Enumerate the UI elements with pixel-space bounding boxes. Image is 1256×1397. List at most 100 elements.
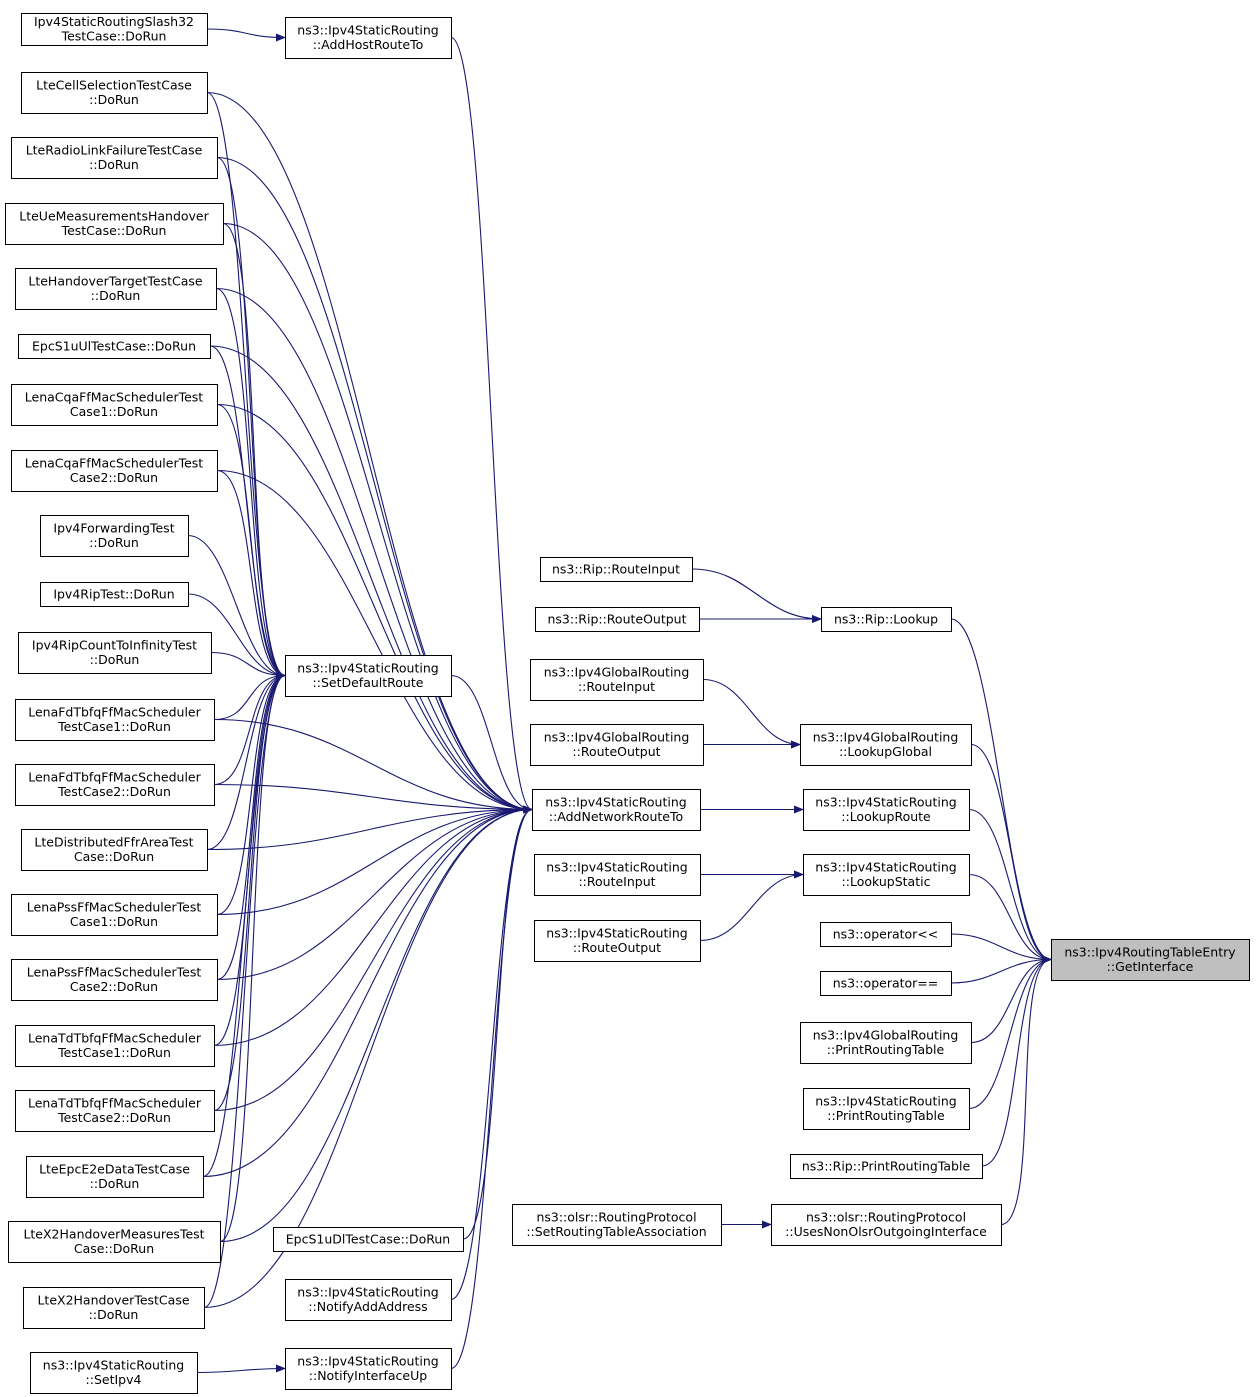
edge-lenafd2-to-addnetroute <box>213 783 533 814</box>
edge-ltehotarget-to-addnetroute <box>215 287 533 814</box>
node-globalprint[interactable]: ns3::Ipv4GlobalRouting::PrintRoutingTabl… <box>800 1022 972 1064</box>
edge-riprouteinput-to-riplookup <box>691 568 822 623</box>
node-label: LteX2HandoverTestCase <box>37 1293 189 1308</box>
node-ripprint[interactable]: ns3::Rip::PrintRoutingTable <box>790 1154 983 1179</box>
edge-ltedistffr-to-addnetroute <box>206 805 533 851</box>
node-label: ns3::Ipv4StaticRouting <box>546 860 687 875</box>
node-label: LteX2HandoverMeasuresTest <box>23 1227 204 1242</box>
node-label: ns3::Rip::RouteInput <box>552 561 680 576</box>
node-label: ns3::operator== <box>833 975 939 990</box>
node-box <box>21 829 208 871</box>
node-box <box>771 1204 1002 1246</box>
node-label: LenaCqaFfMacSchedulerTest <box>25 390 204 405</box>
node-box <box>803 854 970 896</box>
edge-lenapss1-to-addnetroute <box>216 805 533 916</box>
node-addhostroute[interactable]: ns3::Ipv4StaticRouting::AddHostRouteTo <box>285 17 452 59</box>
node-lookuproute[interactable]: ns3::Ipv4StaticRouting::LookupRoute <box>803 789 970 831</box>
node-ipv4ripcount[interactable]: Ipv4RipCountToInfinityTest::DoRun <box>18 632 212 674</box>
node-globalrouteoutput[interactable]: ns3::Ipv4GlobalRouting::RouteOutput <box>530 724 704 766</box>
node-globalrouteinput[interactable]: ns3::Ipv4GlobalRouting::RouteInput <box>530 659 704 701</box>
edges-layer <box>187 28 1052 1374</box>
node-label: LenaTdTbfqFfMacScheduler <box>28 1096 202 1111</box>
edge-globalprint-to-getinterface <box>970 955 1052 1044</box>
node-box <box>11 137 218 179</box>
node-box <box>40 582 189 607</box>
node-label: LteEpcE2eDataTestCase <box>39 1162 190 1177</box>
node-staticrouteoutput[interactable]: ns3::Ipv4StaticRouting::RouteOutput <box>534 920 701 962</box>
edge-lenatd2-to-addnetroute <box>213 805 533 1112</box>
node-riprouteinput[interactable]: ns3::Rip::RouteInput <box>540 557 693 582</box>
edge-lteepce2e-to-addnetroute <box>202 805 533 1178</box>
node-label: ns3::Ipv4GlobalRouting <box>544 730 690 745</box>
node-olsrsetrta[interactable]: ns3::olsr::RoutingProtocol::SetRoutingTa… <box>512 1204 722 1246</box>
node-box <box>15 764 215 806</box>
node-epcs1uul[interactable]: EpcS1uUlTestCase::DoRun <box>18 334 211 359</box>
node-label: Case1::DoRun <box>70 404 158 419</box>
node-staticrouteinput[interactable]: ns3::Ipv4StaticRouting::RouteInput <box>534 854 701 896</box>
node-label: Ipv4ForwardingTest <box>53 521 174 536</box>
node-box <box>11 450 218 492</box>
edge-lenatd1-to-addnetroute <box>213 805 533 1047</box>
node-ipv4rip[interactable]: Ipv4RipTest::DoRun <box>40 582 189 607</box>
node-ltex2ho[interactable]: LteX2HandoverTestCase::DoRun <box>23 1287 205 1329</box>
node-lookupglobal[interactable]: ns3::Ipv4GlobalRouting::LookupGlobal <box>800 724 972 766</box>
node-label: ::RouteOutput <box>572 744 660 759</box>
node-label: LteHandoverTargetTestCase <box>28 274 203 289</box>
node-setdefault[interactable]: ns3::Ipv4StaticRouting::SetDefaultRoute <box>285 655 452 697</box>
node-ltecellsel[interactable]: LteCellSelectionTestCase::DoRun <box>21 72 208 114</box>
node-label: ::RouteOutput <box>573 940 661 955</box>
node-lookupstatic[interactable]: ns3::Ipv4StaticRouting::LookupStatic <box>803 854 970 896</box>
node-box <box>803 1088 970 1130</box>
edge-lenapss1-to-setdefault <box>216 671 286 916</box>
node-setipv4[interactable]: ns3::Ipv4StaticRouting::SetIpv4 <box>30 1352 198 1394</box>
node-notifyifup[interactable]: ns3::Ipv4StaticRouting::NotifyInterfaceU… <box>285 1348 452 1390</box>
edge-ltecellsel-to-addnetroute <box>206 91 533 814</box>
node-lteepce2e[interactable]: LteEpcE2eDataTestCase::DoRun <box>26 1156 204 1198</box>
edge-ipv4slash32-to-addhostroute <box>206 28 286 42</box>
node-label: ::DoRun <box>89 157 139 172</box>
node-box <box>530 724 704 766</box>
node-label: ::DoRun <box>89 1307 139 1322</box>
node-box <box>540 557 693 582</box>
node-oplt[interactable]: ns3::operator<< <box>820 922 952 947</box>
node-riplookup[interactable]: ns3::Rip::Lookup <box>821 607 952 632</box>
node-label: LenaPssFfMacSchedulerTest <box>27 900 202 915</box>
node-box <box>285 1348 452 1390</box>
edge-opeq-to-getinterface <box>950 955 1052 984</box>
node-getinterface[interactable]: ns3::Ipv4RoutingTableEntry::GetInterface <box>1051 939 1250 981</box>
node-olsruses[interactable]: ns3::olsr::RoutingProtocol::UsesNonOlsrO… <box>771 1204 1002 1246</box>
node-epcs1udl[interactable]: EpcS1uDlTestCase::DoRun <box>273 1227 464 1252</box>
node-label: ::SetIpv4 <box>86 1372 142 1387</box>
node-addnetroute[interactable]: ns3::Ipv4StaticRouting::AddNetworkRouteT… <box>532 789 701 831</box>
node-opeq[interactable]: ns3::operator== <box>820 971 952 996</box>
edge-staticrouteoutput-to-lookupstatic <box>699 870 804 942</box>
node-ipv4fwd[interactable]: Ipv4ForwardingTest::DoRun <box>40 515 189 557</box>
node-label: Case2::DoRun <box>70 979 158 994</box>
node-label: ns3::Ipv4GlobalRouting <box>813 730 959 745</box>
node-ltehotarget[interactable]: LteHandoverTargetTestCase::DoRun <box>15 268 217 310</box>
node-notifyaddr[interactable]: ns3::Ipv4StaticRouting::NotifyAddAddress <box>285 1279 452 1321</box>
edge-ltecellsel-to-setdefault <box>206 91 286 680</box>
node-label: ::AddHostRouteTo <box>313 37 424 52</box>
node-riprouteoutput[interactable]: ns3::Rip::RouteOutput <box>535 607 700 632</box>
node-box <box>8 1221 221 1263</box>
node-box <box>23 1287 205 1329</box>
edge-lenacqa2-to-addnetroute <box>216 469 533 814</box>
node-label: TestCase1::DoRun <box>57 1045 171 1060</box>
node-label: ::NotifyAddAddress <box>308 1299 427 1314</box>
node-staticprint[interactable]: ns3::Ipv4StaticRouting::PrintRoutingTabl… <box>803 1088 970 1130</box>
node-lteradiolink[interactable]: LteRadioLinkFailureTestCase::DoRun <box>11 137 218 179</box>
